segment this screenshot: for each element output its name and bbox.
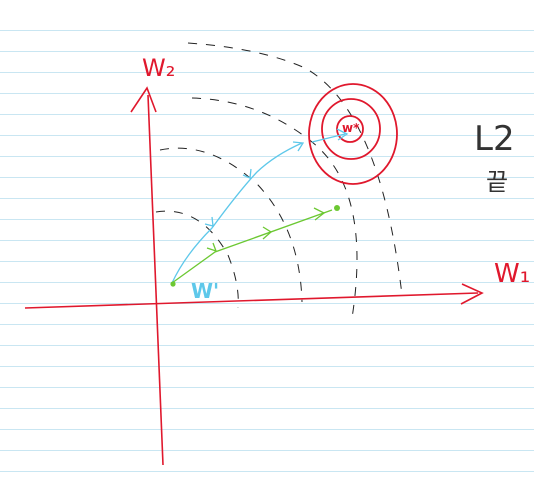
loss-contours bbox=[308, 83, 398, 185]
blue-arrow-1 bbox=[204, 216, 214, 227]
blue-arrow-3 bbox=[292, 141, 305, 152]
blue-arrow-2 bbox=[242, 168, 252, 179]
dashed-arc-middle bbox=[191, 97, 358, 319]
green-path bbox=[171, 207, 333, 284]
green-arrow-1 bbox=[206, 242, 218, 253]
w1-axis-arrowhead bbox=[460, 283, 484, 305]
w2-axis-label: W₂ bbox=[142, 54, 175, 82]
w-start-label: W' bbox=[191, 279, 219, 303]
w2-axis-line bbox=[147, 94, 164, 466]
blue-arrow-4 bbox=[336, 128, 349, 141]
blue-path bbox=[171, 128, 349, 284]
w1-axis-label: W₁ bbox=[494, 259, 530, 289]
contour-outer bbox=[308, 83, 398, 185]
w1-axis bbox=[24, 283, 484, 309]
w2-axis bbox=[130, 86, 164, 466]
dashed-arc-inner bbox=[159, 147, 303, 303]
w2-axis-arrowhead bbox=[130, 86, 157, 113]
dashed-arc-outer bbox=[187, 42, 403, 296]
green-arrow-2 bbox=[262, 226, 273, 240]
green-arrow-3 bbox=[313, 207, 326, 221]
contour-middle bbox=[321, 98, 381, 160]
green-path-line bbox=[171, 209, 333, 284]
w1-axis-line bbox=[24, 292, 479, 309]
side-note-korean: 끝 bbox=[486, 168, 508, 196]
w-star-label: w* bbox=[342, 121, 360, 135]
dashed-arc-small bbox=[155, 210, 239, 309]
dashed-guides bbox=[155, 42, 403, 319]
blue-path-line bbox=[171, 133, 346, 284]
start-point bbox=[170, 281, 176, 287]
green-end-point bbox=[334, 205, 340, 211]
side-note-l2: L2 bbox=[474, 119, 515, 159]
